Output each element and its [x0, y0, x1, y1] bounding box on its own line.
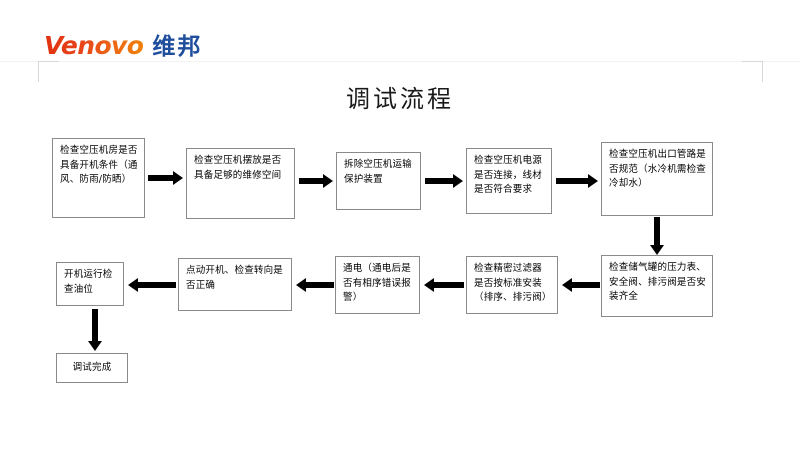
corner-mark-top-left	[38, 61, 59, 82]
company-logo: Venovo 维邦	[44, 27, 202, 61]
flow-arrow-9-to-10	[128, 278, 176, 292]
flow-node-1: 检查空压机房是否具备开机条件（通风、防雨/防晒）	[52, 138, 145, 218]
flow-arrow-4-to-5	[556, 174, 598, 188]
flow-node-7: 检查精密过滤器是否按标准安装（排序、排污阀）	[466, 256, 558, 314]
flow-node-2-label: 检查空压机摆放是否具备足够的维修空间	[194, 155, 282, 181]
flow-node-5: 检查空压机出口管路是否规范（水冷机需检查冷却水）	[601, 142, 713, 216]
flow-node-10-label: 开机运行检查油位	[64, 269, 113, 295]
flow-node-3-label: 拆除空压机运输保护装置	[344, 159, 412, 185]
flow-node-4: 检查空压机电源是否连接，线材是否符合要求	[466, 148, 552, 214]
flow-arrow-8-to-9	[296, 278, 334, 292]
flow-node-9-label: 点动开机、检查转向是否正确	[186, 265, 284, 291]
flow-node-6: 检查储气罐的压力表、安全阀、排污阀是否安装齐全	[601, 255, 713, 317]
flow-node-8: 通电（通电后是否有相序错误报警）	[335, 256, 420, 314]
flow-node-2: 检查空压机摆放是否具备足够的维修空间	[186, 148, 295, 219]
page-title: 调试流程	[346, 85, 454, 113]
corner-mark-top-right	[742, 61, 763, 82]
header-divider	[0, 61, 800, 62]
flow-arrow-5-to-6	[650, 217, 664, 255]
flow-arrow-1-to-2	[148, 171, 183, 185]
flow-arrow-3-to-4	[425, 174, 463, 188]
logo-latin-text: Venovo	[44, 31, 144, 60]
flow-node-3: 拆除空压机运输保护装置	[336, 152, 421, 210]
flow-node-6-label: 检查储气罐的压力表、安全阀、排污阀是否安装齐全	[609, 262, 707, 302]
flow-arrow-10-to-11	[88, 309, 102, 351]
flow-node-9: 点动开机、检查转向是否正确	[178, 258, 292, 311]
flow-node-7-label: 检查精密过滤器是否按标准安装（排序、排污阀）	[474, 263, 552, 303]
flow-node-4-label: 检查空压机电源是否连接，线材是否符合要求	[474, 155, 542, 195]
flow-arrow-7-to-8	[424, 278, 464, 292]
flow-arrow-2-to-3	[299, 174, 333, 188]
flow-arrow-6-to-7	[562, 278, 600, 292]
flow-node-10: 开机运行检查油位	[56, 262, 124, 306]
flow-node-1-label: 检查空压机房是否具备开机条件（通风、防雨/防晒）	[60, 145, 138, 185]
flow-node-8-label: 通电（通电后是否有相序错误报警）	[343, 263, 411, 303]
flow-node-11-label: 调试完成	[72, 361, 112, 373]
logo-cjk-text: 维邦	[152, 34, 203, 60]
flow-node-5-label: 检查空压机出口管路是否规范（水冷机需检查冷却水）	[609, 149, 707, 189]
flow-node-11: 调试完成	[56, 353, 128, 383]
